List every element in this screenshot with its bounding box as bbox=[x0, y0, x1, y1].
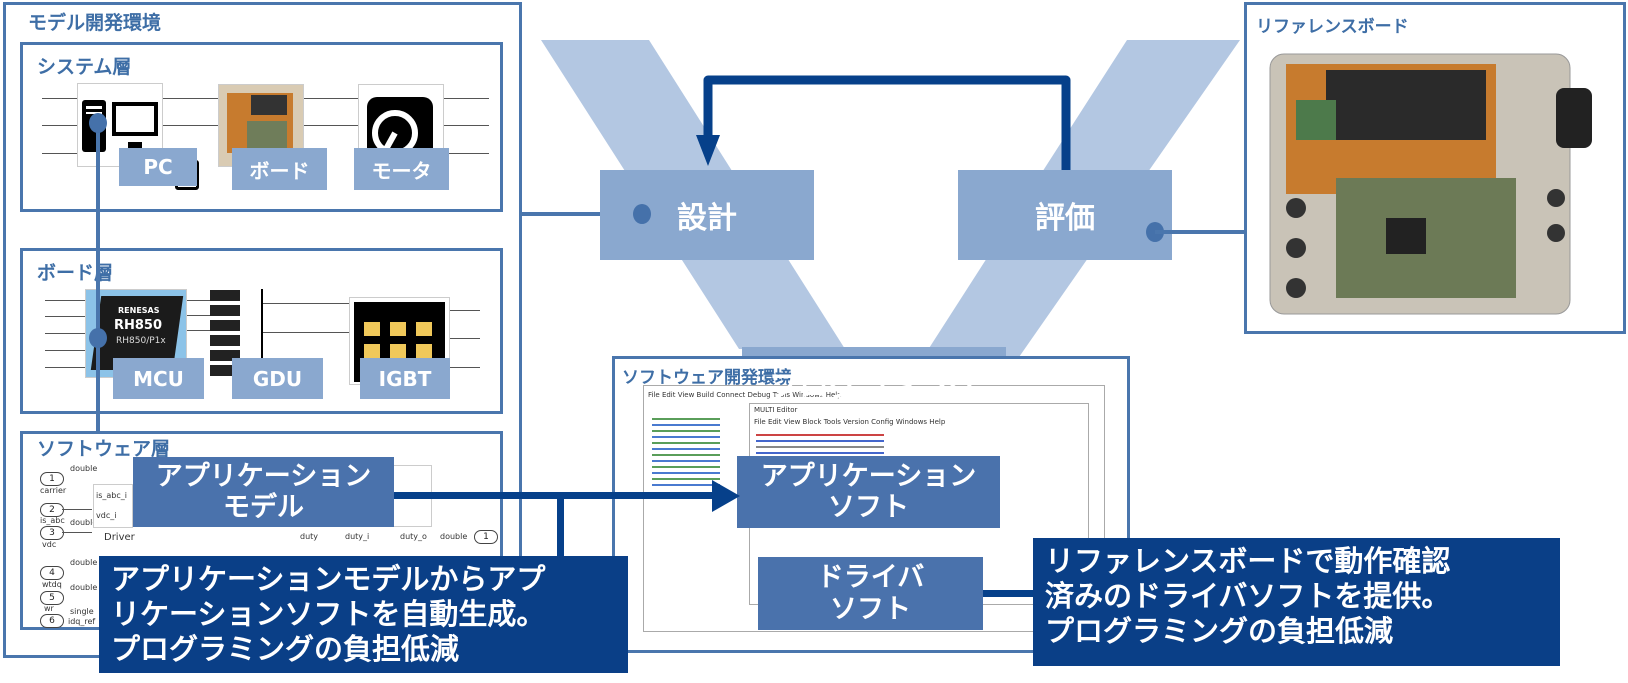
codegen-arrow-line bbox=[394, 492, 714, 499]
arrow-head-icon bbox=[696, 135, 720, 166]
port-6: 6 bbox=[40, 614, 64, 628]
layer-connector bbox=[96, 123, 100, 431]
callout-right-line3: プログラミングの負担低減 bbox=[1045, 613, 1394, 648]
callout-left: アプリケーションモデルからアプ リケーションソフトを自動生成。 プログラミングの… bbox=[99, 556, 628, 673]
driver-connector bbox=[983, 590, 1035, 597]
signal-duty-i: duty_i bbox=[345, 532, 370, 541]
port-4: 4 bbox=[40, 566, 64, 580]
evaluation-box: 評価 bbox=[958, 170, 1172, 260]
pc-icon bbox=[82, 100, 158, 152]
software-env-title: ソフトウェア開発環境 bbox=[622, 368, 792, 388]
mcu-label: MCU bbox=[113, 358, 204, 399]
motor-label: モータ bbox=[354, 148, 449, 190]
pc-label: PC bbox=[119, 148, 197, 186]
feedback-arrow bbox=[696, 75, 1071, 170]
codegen-arrow-head-icon bbox=[712, 480, 740, 512]
design-label: 設計 bbox=[677, 201, 737, 236]
chip-brand: RH850 bbox=[114, 318, 163, 333]
system-layer-title: システム層 bbox=[37, 56, 132, 78]
driver-soft-line2: ソフト bbox=[830, 593, 911, 625]
design-dot bbox=[633, 204, 651, 224]
callout-right-line1: リファレンスボードで動作確認 bbox=[1045, 544, 1451, 578]
app-soft-line2: ソフト bbox=[828, 492, 909, 523]
signal-double: double bbox=[440, 532, 468, 541]
editor-menu: File Edit View Block Tools Version Confi… bbox=[754, 418, 946, 426]
app-soft-line1: アプリケーション bbox=[760, 460, 977, 492]
programming-label: プログラミング bbox=[769, 369, 979, 404]
callout-right-line2: 済みのドライバソフトを提供。 bbox=[1045, 578, 1451, 613]
mcu-dot bbox=[89, 328, 107, 348]
gdu-label: GDU bbox=[232, 358, 323, 399]
app-model-box: アプリケーション モデル bbox=[133, 457, 394, 527]
reference-board-photo bbox=[1266, 48, 1596, 318]
port-2: 2 bbox=[40, 503, 64, 517]
callout-left-line2: リケーションソフトを自動生成。 bbox=[111, 596, 546, 631]
driver-block: is_abc_i vdc_i bbox=[93, 484, 133, 528]
pc-dot bbox=[89, 113, 107, 133]
reference-board-title: リファレンスボード bbox=[1256, 17, 1409, 37]
callout-right: リファレンスボードで動作確認 済みのドライバソフトを提供。 プログラミングの負担… bbox=[1033, 538, 1560, 666]
port-5: 5 bbox=[40, 591, 64, 605]
software-layer-title: ソフトウェア層 bbox=[37, 438, 171, 460]
app-model-line2: モデル bbox=[223, 492, 304, 523]
driver-block-name: Driver bbox=[104, 532, 135, 543]
app-soft-box: アプリケーション ソフト bbox=[737, 456, 1000, 528]
driver-soft-box: ドライバ ソフト bbox=[758, 557, 983, 630]
out-port-1: 1 bbox=[474, 530, 498, 544]
igbt-label: IGBT bbox=[360, 358, 450, 399]
evaluation-label: 評価 bbox=[1035, 201, 1095, 236]
chip-model: RH850/P1x bbox=[116, 336, 166, 346]
driver-soft-line1: ドライバ bbox=[816, 562, 925, 594]
chip-maker: RENESAS bbox=[118, 306, 160, 315]
board-layer-title: ボード層 bbox=[37, 262, 114, 284]
signal-duty-o: duty_o bbox=[400, 532, 427, 541]
port-1: 1 bbox=[40, 472, 64, 486]
port-3: 3 bbox=[40, 526, 64, 540]
editor-title: MULTI Editor bbox=[754, 406, 798, 414]
gdu-chips bbox=[210, 290, 240, 380]
callout-left-line1: アプリケーションモデルからアプ bbox=[111, 562, 546, 596]
callout-left-line3: プログラミングの負担低減 bbox=[111, 631, 460, 666]
model-env-title: モデル開発環境 bbox=[28, 12, 162, 34]
signal-duty: duty bbox=[300, 532, 319, 541]
board-label: ボード bbox=[232, 148, 327, 190]
app-model-line1: アプリケーション bbox=[155, 460, 372, 492]
